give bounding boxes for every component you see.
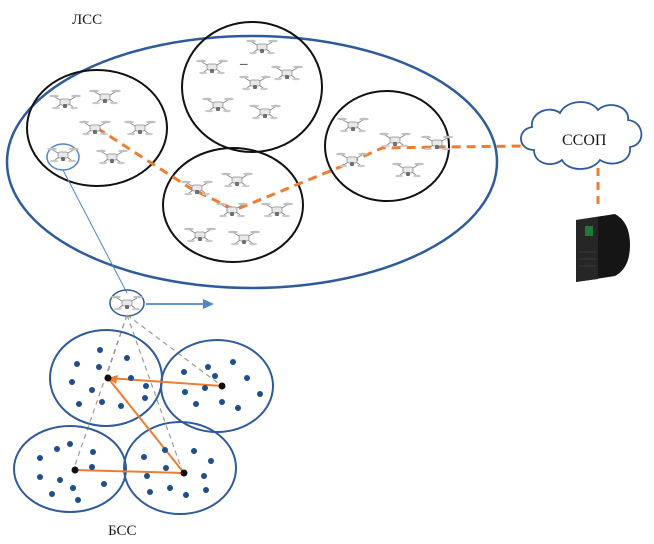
drone-icon xyxy=(238,75,272,91)
cluster-2 xyxy=(181,21,323,153)
drone-icon xyxy=(180,180,214,196)
drone-icon xyxy=(110,295,144,311)
cloud-icon xyxy=(520,101,643,170)
drone-icon xyxy=(245,39,279,55)
cluster-heads xyxy=(71,374,226,477)
network-ellipse-lss xyxy=(5,34,499,290)
drone-icon xyxy=(378,132,412,148)
drone-icon xyxy=(391,162,425,178)
drone-icon xyxy=(215,202,249,218)
cluster-3 xyxy=(162,147,304,263)
drop-line xyxy=(62,169,128,294)
drone-icon xyxy=(123,120,157,136)
drone-icon xyxy=(183,227,217,243)
network-label-lss: ЛСС xyxy=(72,12,102,28)
backbone-link xyxy=(96,126,529,212)
sensor-cluster-3 xyxy=(13,425,127,513)
drone-icon xyxy=(335,152,369,168)
drone-icon xyxy=(220,172,254,188)
arrow-head-icon xyxy=(203,299,214,309)
cluster-1 xyxy=(26,69,168,187)
drone-icon xyxy=(46,147,80,163)
drone-icon xyxy=(248,104,282,120)
drone-icon xyxy=(201,97,235,113)
cluster-head-links xyxy=(74,377,223,474)
sensor-nodes xyxy=(37,347,263,503)
drone-icon xyxy=(48,94,82,110)
drone-icon xyxy=(78,120,112,136)
uplink-lines xyxy=(72,314,223,474)
stray-mark: – xyxy=(239,56,248,72)
drone-icon xyxy=(227,230,261,246)
server-icon xyxy=(576,214,630,282)
cluster-4 xyxy=(324,90,450,202)
drone-icon xyxy=(260,202,294,218)
drone-icon xyxy=(195,59,229,75)
sensor-cluster-2 xyxy=(160,339,274,433)
drone-icon xyxy=(88,89,122,105)
network-label-bss: БСС xyxy=(108,523,137,539)
cloud-label: ССОП xyxy=(562,132,607,149)
sensor-cluster-4 xyxy=(123,421,237,515)
drone-icon xyxy=(270,65,304,81)
drone-icon xyxy=(336,117,370,133)
drone-icon xyxy=(95,149,129,165)
